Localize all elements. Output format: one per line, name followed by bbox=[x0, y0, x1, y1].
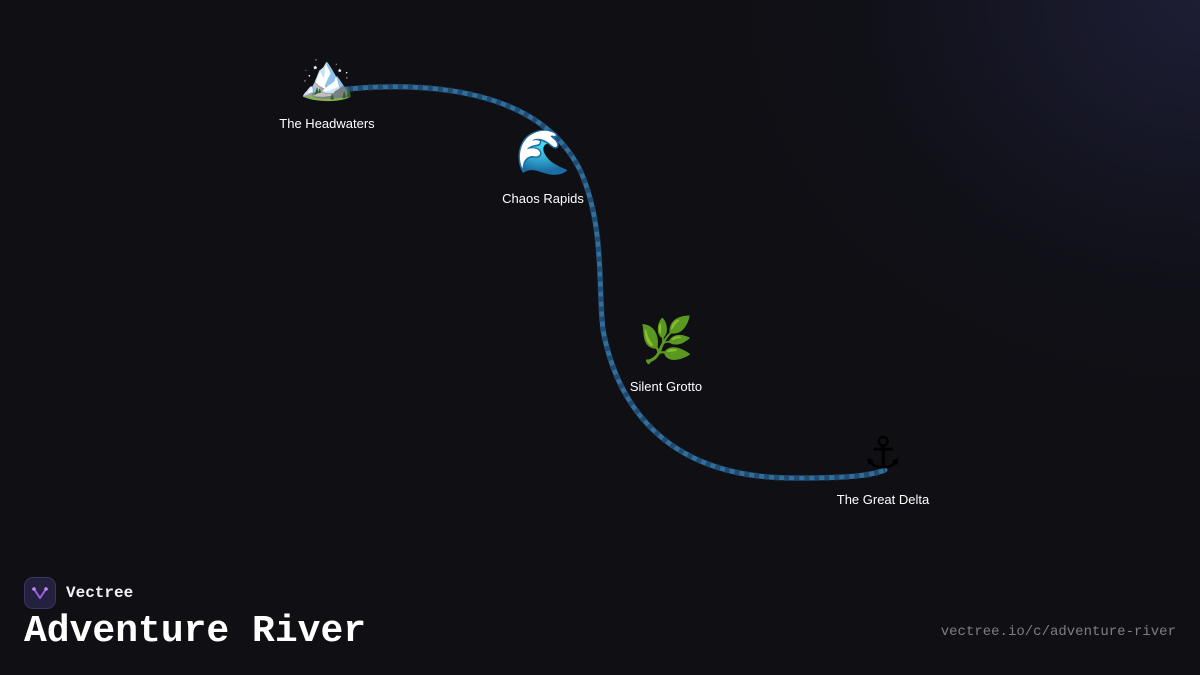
anchor-icon: ⚓ bbox=[863, 428, 903, 479]
stop-label: Silent Grotto bbox=[629, 379, 703, 394]
wave-icon: 🌊 bbox=[515, 127, 571, 178]
brand: Vectree bbox=[24, 577, 133, 609]
stop-great-delta[interactable]: ⚓ The Great Delta bbox=[813, 428, 953, 507]
stop-headwaters[interactable]: 🏔️ The Headwaters bbox=[257, 52, 397, 131]
vectree-logo-icon bbox=[24, 577, 56, 609]
share-url[interactable]: vectree.io/c/adventure-river bbox=[940, 624, 1176, 640]
herb-icon: 🌿 bbox=[638, 315, 694, 366]
stop-label: The Headwaters bbox=[279, 116, 375, 131]
stop-label: The Great Delta bbox=[836, 492, 930, 507]
brand-name: Vectree bbox=[66, 584, 134, 602]
page-title: Adventure River bbox=[24, 610, 367, 653]
stop-silent-grotto[interactable]: 🌿 Silent Grotto bbox=[596, 315, 736, 394]
stop-chaos-rapids[interactable]: 🌊 Chaos Rapids bbox=[473, 127, 613, 206]
mountain-icon: 🏔️ bbox=[299, 52, 355, 103]
stop-label: Chaos Rapids bbox=[502, 191, 584, 206]
